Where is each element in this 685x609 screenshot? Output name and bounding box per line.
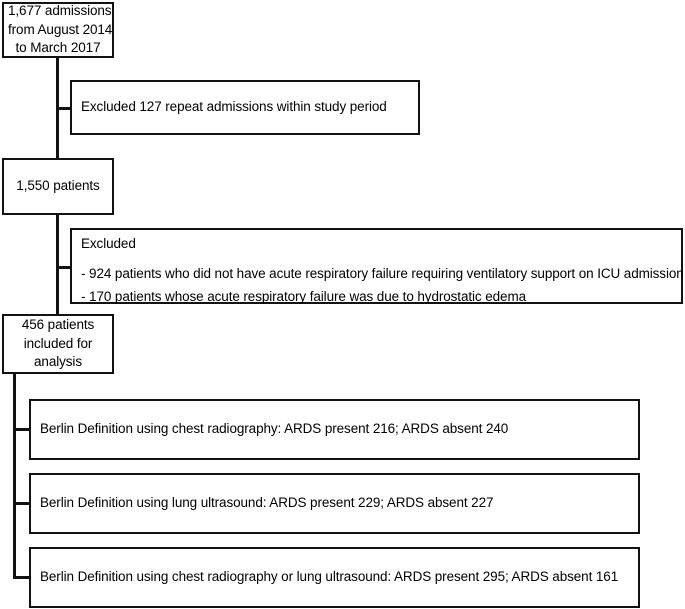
node-excluded-criteria-heading: Excluded [81, 236, 136, 251]
node-patients-456-line-1: 456 patients [21, 317, 95, 333]
connector-trunk-bottom [13, 372, 16, 578]
node-admissions: 1,677 admissions from August 2014 to Mar… [2, 2, 114, 58]
node-outcome-chest-radiography-text: Berlin Definition using chest radiograph… [40, 421, 509, 437]
node-outcome-combined-text: Berlin Definition using chest radiograph… [40, 569, 619, 585]
node-excluded-repeat-text: Excluded 127 repeat admissions within st… [81, 99, 387, 115]
connector-stub-outcome-2 [13, 502, 30, 505]
node-patients-1550-text: 1,550 patients [16, 178, 100, 194]
node-excluded-criteria-item-2: - 170 patients whose acute respiratory f… [81, 289, 526, 305]
node-outcome-combined: Berlin Definition using chest radiograph… [29, 547, 640, 608]
node-patients-456-line-2: included for [23, 335, 93, 351]
connector-stub-excluded-criteria [56, 266, 70, 269]
connector-trunk-middle [56, 213, 59, 317]
node-outcome-chest-radiography: Berlin Definition using chest radiograph… [29, 399, 640, 460]
node-admissions-line-1: 1,677 admissions [8, 3, 112, 19]
node-outcome-lung-ultrasound-text: Berlin Definition using lung ultrasound:… [40, 495, 494, 511]
connector-stub-outcome-3 [13, 576, 30, 579]
node-patients-456: 456 patients included for analysis [2, 314, 114, 374]
node-excluded-criteria-item-1: - 924 patients who did not have acute re… [81, 265, 684, 281]
node-patients-1550: 1,550 patients [2, 158, 114, 215]
connector-stub-excluded-repeat [56, 107, 70, 110]
node-admissions-line-2: from August 2014 [8, 21, 113, 37]
node-patients-456-line-3: analysis [34, 354, 82, 370]
node-excluded-repeat-admissions: Excluded 127 repeat admissions within st… [70, 80, 420, 135]
node-excluded-criteria: Excluded - 924 patients who did not have… [70, 228, 684, 305]
node-outcome-lung-ultrasound: Berlin Definition using lung ultrasound:… [29, 473, 640, 534]
connector-stub-outcome-1 [13, 428, 30, 431]
node-admissions-line-3: to March 2017 [15, 40, 101, 56]
